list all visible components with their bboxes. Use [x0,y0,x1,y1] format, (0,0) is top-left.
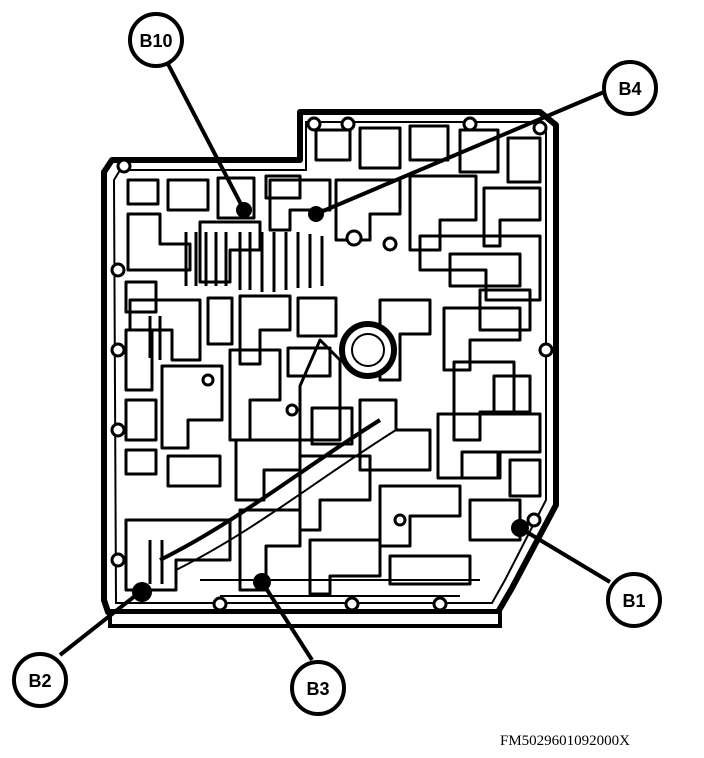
check-ball-markers [132,202,529,602]
leader-b3 [260,580,314,662]
callout-b3: B3 [290,660,346,716]
check-ball-b3 [253,573,271,591]
callout-b2: B2 [12,652,68,708]
callout-b1-label: B1 [622,591,645,611]
check-ball-b10 [236,202,252,218]
callout-b10-label: B10 [139,31,172,51]
leader-b1 [518,526,612,584]
callout-b10: B10 [128,12,184,68]
leader-b10 [166,63,246,211]
callout-b4: B4 [602,60,658,116]
central-bore-inner [351,333,385,367]
callout-b1: B1 [606,572,662,628]
leader-lines [58,63,612,662]
check-ball-b4 [308,206,324,222]
callout-b4-label: B4 [618,79,641,99]
figure-code: FM5029601092000X [500,733,631,749]
leader-b4 [315,90,605,216]
central-bore [339,321,397,379]
fluid-passages [124,124,542,597]
plate-inner-outline [112,121,547,604]
plate-bottom-ledge [108,610,502,628]
leader-b2 [58,590,142,657]
callout-b2-label: B2 [28,671,51,691]
check-ball-b2 [132,582,152,602]
bolt-holes [110,116,554,612]
callout-b3-label: B3 [306,679,329,699]
check-ball-b1 [511,519,529,537]
